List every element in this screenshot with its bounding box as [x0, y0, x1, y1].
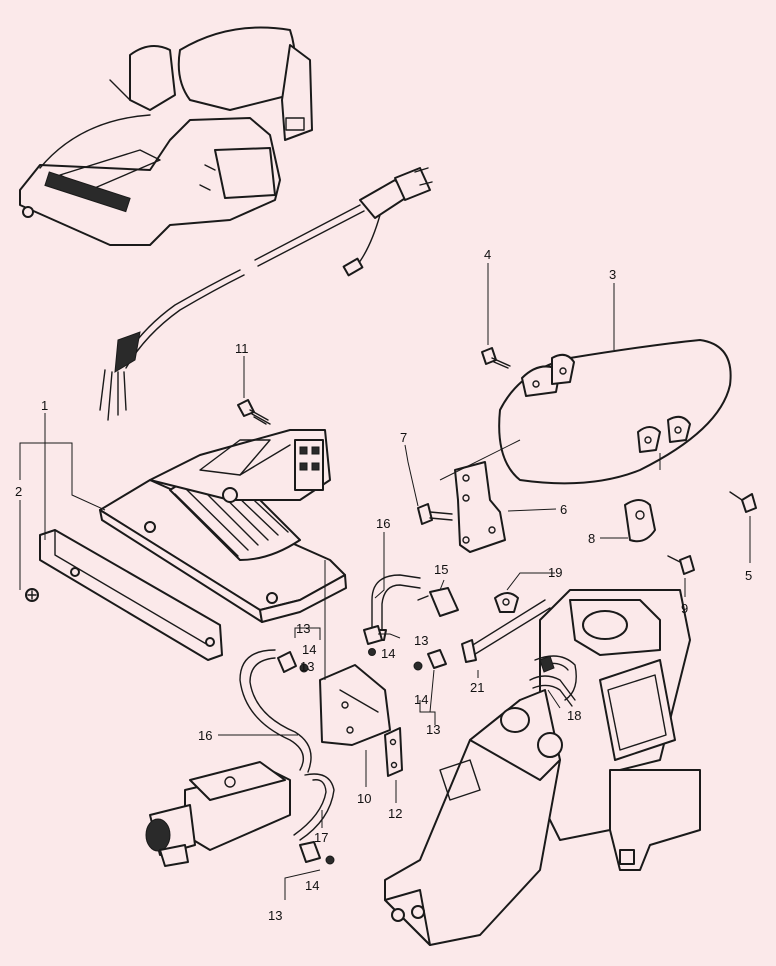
fitting-13-14-middle: [363, 625, 383, 656]
callout-3: 3: [609, 267, 616, 282]
callout-13b: 13: [300, 659, 314, 674]
callout-10: 10: [357, 791, 371, 806]
tube-21: [461, 599, 551, 663]
callout-15: 15: [434, 562, 448, 577]
callout-14b: 14: [381, 646, 395, 661]
clip-8: [624, 499, 656, 543]
fitting-13-14-lower: [299, 841, 335, 865]
callout-2: 2: [15, 484, 22, 499]
bracket-6: [454, 461, 506, 553]
callout-1: 1: [41, 398, 48, 413]
screw-11: [237, 399, 271, 425]
screw-5: [729, 491, 757, 513]
fitting-13-14-right: [413, 649, 447, 671]
tube-16-lower: [239, 649, 312, 773]
callouts: 1 2 3 4 5 6 7 8 9 10 11 12 13 13 13 13 1…: [15, 247, 752, 923]
tube-17: [293, 773, 335, 841]
assembled-machine: [19, 26, 313, 246]
callout-18: 18: [567, 708, 581, 723]
callout-9: 9: [681, 601, 688, 616]
callout-14a: 14: [302, 642, 316, 657]
guide-bar: [25, 529, 223, 661]
frame-casting: [384, 589, 701, 946]
callout-5: 5: [745, 568, 752, 583]
screw-7: [417, 503, 453, 525]
callout-4: 4: [484, 247, 491, 262]
callout-21: 21: [470, 680, 484, 695]
leader-lines: [19, 263, 751, 900]
callout-12: 12: [388, 806, 402, 821]
fitting-19: [494, 592, 519, 613]
callout-13a: 13: [296, 621, 310, 636]
callout-13c: 13: [414, 633, 428, 648]
belt-cover: [498, 339, 732, 485]
fitting-13-14-upper-left: [277, 651, 309, 673]
callout-16a: 16: [376, 516, 390, 531]
callout-6: 6: [560, 502, 567, 517]
callout-14d: 14: [305, 878, 319, 893]
callout-14c: 14: [414, 692, 428, 707]
callout-7: 7: [400, 430, 407, 445]
callout-8: 8: [588, 531, 595, 546]
callout-11: 11: [235, 341, 249, 356]
screw-9: [667, 555, 695, 575]
fitting-15: [417, 587, 459, 617]
callout-17: 17: [314, 830, 328, 845]
screw-4: [481, 347, 511, 369]
callout-13d: 13: [426, 722, 440, 737]
power-cord: [99, 167, 433, 421]
callout-19: 19: [548, 565, 562, 580]
connector-18: [529, 655, 576, 707]
callout-13e: 13: [268, 908, 282, 923]
mounting-block-10: [319, 664, 391, 746]
callout-16b: 16: [198, 728, 212, 743]
plate-12: [384, 727, 403, 777]
motor-unit: [145, 761, 291, 867]
base-plate-assembly: [99, 429, 347, 623]
